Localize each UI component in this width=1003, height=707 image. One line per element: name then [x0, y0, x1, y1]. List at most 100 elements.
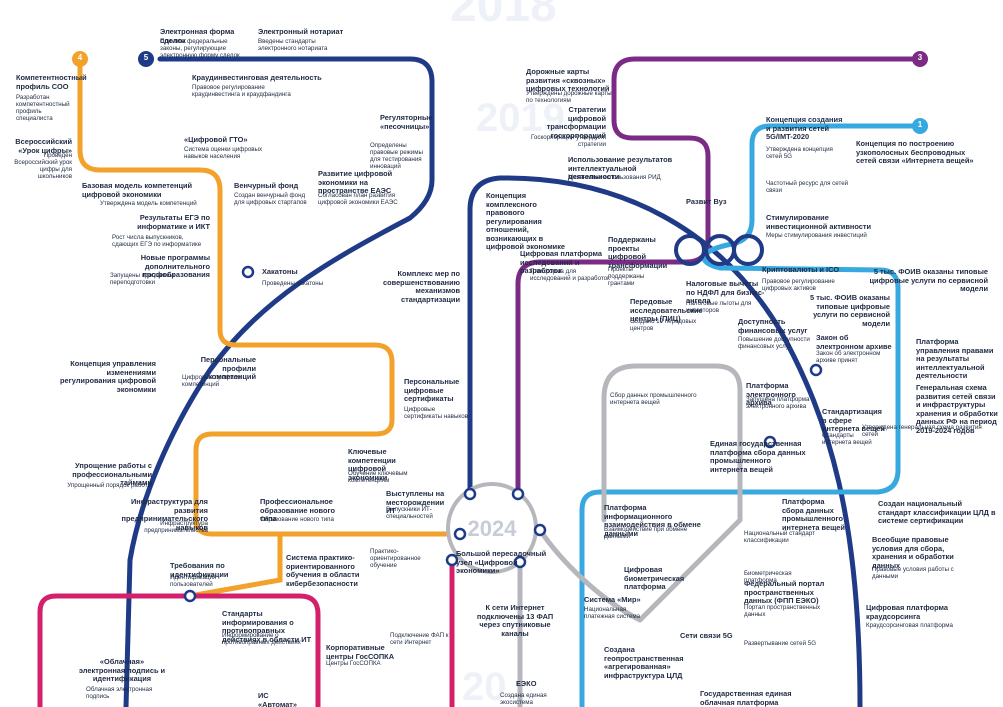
station-elektronnaya-forma: Электронная форма сделок: [160, 27, 235, 45]
station-tsifrovaya-platforma-issl: Цифровая платформа исследований и разраб…: [520, 249, 603, 276]
badge-purple-label: 3: [917, 53, 923, 62]
sub-t16: Механизмы использования РИД: [568, 174, 661, 181]
station-kontseptsiya-5g: Концепция создания и развития сетей 5G/I…: [766, 115, 843, 142]
year-watermark-2018: 2018: [450, 0, 557, 32]
sub-t57: Краудсорсинговая платформа: [866, 622, 953, 629]
station-generalnaya-skhema: Генеральная схема развития сетей связи и…: [916, 383, 998, 435]
sub-t8: Утверждена модель компетенций: [100, 200, 197, 207]
badge-cyan: [912, 118, 928, 134]
node-10: [183, 589, 197, 603]
station-tsifrovaya-kraud: Цифровая платформа краудсорсинга: [866, 603, 949, 621]
badge-cyan-label: 1: [917, 120, 923, 129]
station-oblachnaya: «Облачная» электронная подпись и идентиф…: [78, 657, 166, 684]
station-kontseptsiya-upravleniya: Концепция управления изменениями регулир…: [60, 359, 156, 394]
badge-navy: [138, 51, 154, 67]
station-razvit-vuz: Развит Вуз: [686, 197, 727, 206]
station-ispolzovanie: Использование результатов интеллектуальн…: [568, 155, 673, 182]
sub-t51: Биометрическая платформа: [744, 570, 792, 585]
sub-t6: Система оценки цифровых навыков населени…: [184, 146, 263, 161]
sub-t52: Подключение ФАП к сети Интернет: [390, 632, 449, 647]
sub-t38: Обучение ключевым компетенциям: [348, 470, 408, 485]
line-magenta: [37, 557, 455, 707]
station-5-tys-fgu-2: 5 тыс. ФОИВ оказаны типовые цифровые усл…: [810, 293, 890, 328]
line-navy-arc: [123, 56, 435, 707]
line-orange: [77, 56, 463, 537]
sub-t31: Цифровые профили компетенций: [182, 374, 241, 389]
sub-t5: Проведен Всероссийский урок цифры для шк…: [14, 152, 72, 181]
sub-t48: Центры ГосСОПКА: [326, 660, 381, 667]
sub-t35: Создано 10 передовых центров: [630, 318, 697, 333]
sub-t42: Инфраструктура предпринимательства: [144, 520, 208, 535]
sub-t9: Создан венчурный фонд для цифровых старт…: [234, 192, 307, 207]
station-kontseptsiya-kompleksnogo: Концепция комплексного правового регулир…: [486, 191, 566, 252]
sub-t20: Частотный ресурс для сетей связи: [766, 180, 849, 195]
station-standarty-informirovaniya: Стандарты информирования о противоправны…: [222, 609, 312, 644]
station-sozdana-geo: Создана геопространственная «агрегирован…: [604, 645, 684, 680]
sub-t36: Запущена платформа электронного архива: [746, 396, 810, 411]
station-platforma-arkhiva: Платформа электронного архива: [746, 381, 796, 408]
station-klyuchevye-kompetentsii: Ключевые компетенции цифровой экономики: [348, 447, 396, 482]
sub-t10: Согласован план развития цифровой эконом…: [318, 192, 398, 207]
sub-t1: Приняты федеральные законы, регулирующие…: [160, 38, 240, 60]
sub-t26: Утверждена генеральная схема развития се…: [862, 424, 982, 439]
station-korporativnye: Корпоративные центры ГосСОПКА: [326, 643, 395, 661]
sub-t14: Утверждены дорожные карты по технологиям: [526, 90, 612, 105]
sub-t34: Повышение доступности финансовых услуг: [738, 336, 810, 351]
sub-t19: Утверждена концепция сетей 5G: [766, 146, 833, 161]
station-edinaya-gos-platforma: Единая государственная платформа сбора д…: [710, 439, 806, 474]
sub-t45: Практико-ориентированное обучение: [370, 548, 421, 570]
station-peredovye-tsentry: Передовые исследовательские центры (ПИЦ): [630, 297, 703, 324]
station-vserossiyskiy-urok: Всероссийский «Урок цифры»: [15, 137, 72, 155]
hub-year: 2024: [467, 516, 517, 541]
node-9: [445, 553, 459, 567]
station-professionalnoe: Профессиональное образование нового типа: [260, 497, 335, 524]
station-vystuplenie: Выступлены на месторождении ИТ: [386, 489, 445, 516]
station-kontseptsiya-iot: Концепция по построению узкополосных бес…: [856, 139, 974, 166]
station-strategii: Стратегии цифровой трансформации госкорп…: [546, 105, 606, 140]
badge-navy-label: 5: [143, 53, 149, 62]
station-platforma-upravleniya: Платформа управления правами на результа…: [916, 337, 994, 381]
badge-purple: [912, 51, 928, 67]
node-5: [511, 487, 525, 501]
station-podderzhany-proekty: Поддержаны проекты цифровой трансформаци…: [608, 235, 668, 270]
sub-t17: Проекты поддержаны грантами: [608, 266, 645, 288]
sub-t39: Упрощенный порядок работы: [67, 482, 152, 489]
station-zakon: Закон об электронном архиве: [816, 333, 892, 351]
station-dorozhnye-karty: Дорожные карты развития «сквозных» цифро…: [526, 67, 610, 94]
station-cifrovoy-gto: «Цифровой ГТО»: [184, 135, 248, 144]
transfer-ring-3: [732, 234, 764, 266]
sub-t55: Развертывание сетей 5G: [744, 640, 817, 647]
sub-t4: Разработан компетентностный профиль спец…: [16, 94, 70, 123]
node-8: [533, 523, 547, 537]
sub-t47: Информирование о противоправных действия…: [222, 632, 301, 647]
node-3: [763, 435, 777, 449]
station-dostupnost: Доступность финансовых услуг: [738, 317, 808, 335]
sub-t21: Меры стимулирования инвестиций: [766, 232, 867, 239]
station-nalogovye-vychety: Налоговые вычеты по НДФЛ для бизнес-анге…: [686, 279, 765, 306]
sub-t37: Сбор данных промышленного интернета веще…: [610, 392, 697, 407]
sub-t59: Создана единая экосистема: [500, 692, 547, 707]
station-elektronny-notariat: Электронный нотариат: [258, 27, 344, 36]
sub-t46: Идентификация пользователей: [170, 574, 217, 589]
station-kraudinvest: Краудинвестинговая деятельность: [192, 73, 322, 82]
station-sistema-praktiko: Система практико-ориентированного обучен…: [286, 553, 360, 588]
sub-t44: Национальный стандарт классификации: [744, 530, 815, 545]
station-5-tys-fgu: 5 тыс. ФОИВ оказаны типовые цифровые усл…: [869, 267, 988, 294]
sub-t41: Выпускники ИТ-специальностей: [386, 506, 433, 521]
station-federalny-portal: Федеральный портал пространственных данн…: [744, 579, 825, 606]
station-uproshchenie: Упрощение работы с профессиональными тай…: [72, 461, 152, 488]
station-regulyatornye: Регуляторные «песочницы»: [380, 113, 433, 131]
node-4: [463, 487, 477, 501]
station-ik-avtomat: ИС «Автомат»: [258, 691, 298, 707]
sub-t12: Запущены программы переподготовки: [110, 272, 174, 287]
station-venchurny-fond: Венчурный фонд: [234, 181, 299, 190]
station-platforma-informatsionnogo: Платформа информационного взаимодействия…: [604, 503, 701, 538]
sub-t2: Введены стандарты электронного нотариата: [258, 38, 328, 53]
sub-t56: Правовые условия работы с данными: [872, 566, 954, 581]
station-standartizatsiya: Стандартизация в сфере интернета вещей: [822, 407, 885, 434]
node-1: [241, 265, 255, 279]
station-sozdan-natsionalny: Создан национальный стандарт классификац…: [878, 499, 996, 526]
station-rezultaty-ege: Результаты ЕГЭ по информатике и ИКТ: [137, 213, 210, 231]
